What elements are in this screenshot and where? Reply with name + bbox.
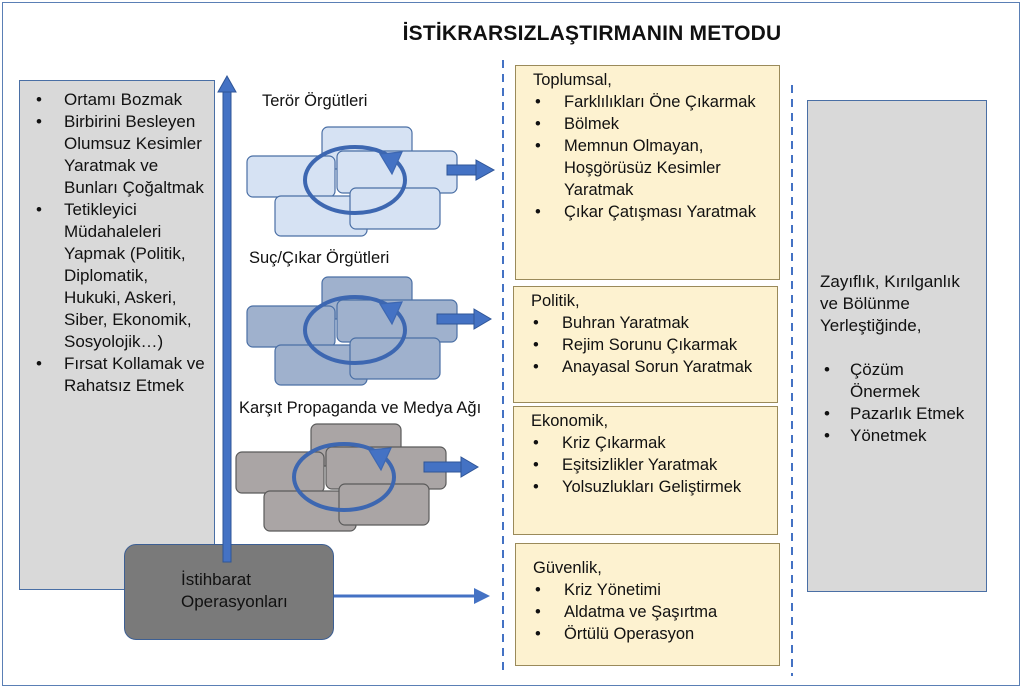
propaganda-cycle-icon <box>235 423 447 532</box>
political-item-2: Rejim Sorunu Çıkarmak <box>531 334 769 356</box>
security-item-2: Aldatma ve Şaşırtma <box>533 601 771 623</box>
vertical-up-arrow <box>217 74 237 563</box>
economic-item-3: Yolsuzlukları Geliştirmek <box>531 476 769 498</box>
left-item-2: Birbirini Besleyen Olumsuz Kesimler Yara… <box>30 111 208 199</box>
political-item-1: Buhran Yaratmak <box>531 312 769 334</box>
org-label-terror: Terör Örgütleri <box>262 92 368 110</box>
economic-item-2: Eşitsizlikler Yaratmak <box>531 454 769 476</box>
right-item-3: Yönetmek <box>820 425 978 447</box>
left-item-4: Fırsat Kollamak ve Rahatsız Etmek <box>30 353 208 397</box>
political-item-3: Anayasal Sorun Yaratmak <box>531 356 769 378</box>
method-heading-security: Güvenlik, <box>533 559 602 577</box>
left-item-1: Ortamı Bozmak <box>30 89 208 111</box>
propaganda-arrow <box>423 456 479 478</box>
method-heading-economic: Ekonomik, <box>531 412 609 430</box>
org-label-propaganda: Karşıt Propaganda ve Medya Ağı <box>239 399 482 417</box>
intel-to-security-arrow <box>334 588 490 604</box>
right-panel: Zayıflık, Kırılganlık ve Bölünme Yerleşt… <box>807 100 987 592</box>
method-box-security: Güvenlik, Kriz Yönetimi Aldatma ve Şaşır… <box>515 543 780 666</box>
method-box-economic: Ekonomik, Kriz Çıkarmak Eşitsizlikler Ya… <box>513 406 778 535</box>
left-item-3: Tetikleyici Müdahaleleri Yapmak (Politik… <box>30 199 208 353</box>
left-panel: Ortamı Bozmak Birbirini Besleyen Olumsuz… <box>19 80 215 590</box>
left-panel-list: Ortamı Bozmak Birbirini Besleyen Olumsuz… <box>30 89 208 397</box>
social-item-2: Bölmek <box>533 113 771 135</box>
diagram-title: İSTİKRARSIZLAŞTIRMANIN METODU <box>402 22 782 45</box>
social-item-4: Çıkar Çatışması Yaratmak <box>533 201 771 223</box>
right-item-2: Pazarlık Etmek <box>820 403 978 425</box>
org-label-crime: Suç/Çıkar Örgütleri <box>249 249 390 267</box>
terror-arrow <box>446 159 496 181</box>
crime-arrow <box>436 308 492 330</box>
economic-item-1: Kriz Çıkarmak <box>531 432 769 454</box>
security-item-3: Örtülü Operasyon <box>533 623 771 645</box>
crime-cycle-icon <box>246 276 458 386</box>
method-box-political: Politik, Buhran Yaratmak Rejim Sorunu Çı… <box>513 286 778 403</box>
terror-cycle-icon <box>246 126 458 237</box>
security-item-1: Kriz Yönetimi <box>533 579 771 601</box>
right-panel-list: Çözüm Önermek Pazarlık Etmek Yönetmek <box>820 359 978 447</box>
social-item-3: Memnun Olmayan, Hoşgörüsüz Kesimler Yara… <box>533 135 771 201</box>
right-panel-heading: Zayıflık, Kırılganlık ve Bölünme Yerleşt… <box>820 272 960 335</box>
social-item-1: Farklılıkları Öne Çıkarmak <box>533 91 771 113</box>
right-item-1: Çözüm Önermek <box>820 359 978 403</box>
method-heading-political: Politik, <box>531 292 580 310</box>
method-box-social: Toplumsal, Farklılıkları Öne Çıkarmak Bö… <box>515 65 780 280</box>
method-heading-social: Toplumsal, <box>533 71 612 89</box>
